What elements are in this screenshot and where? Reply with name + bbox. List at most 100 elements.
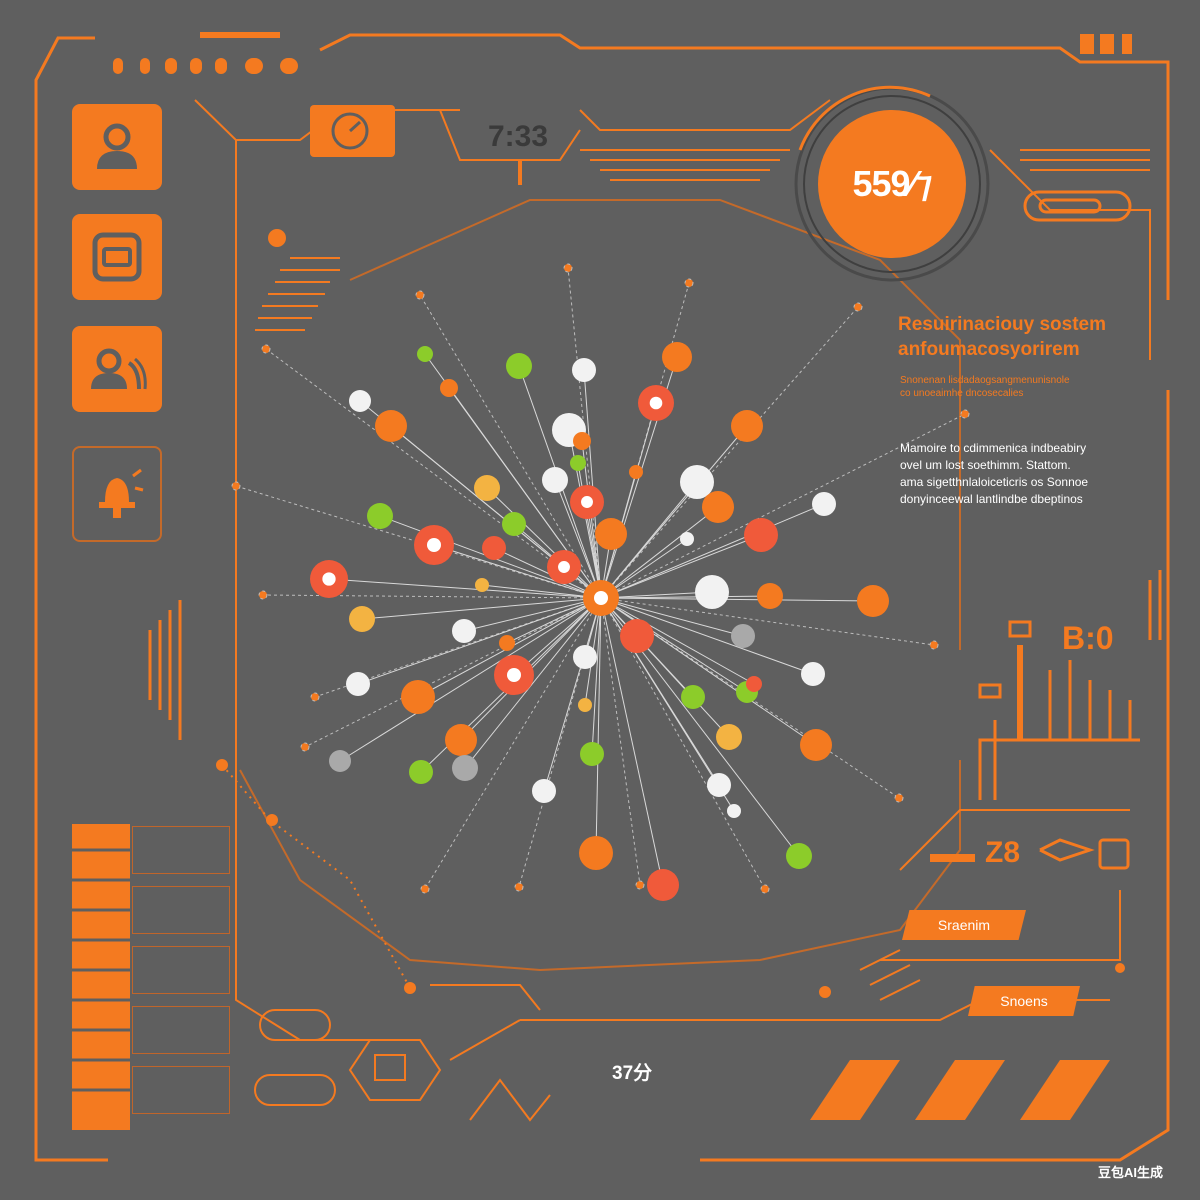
network-node[interactable] [375, 410, 407, 442]
network-node-core [427, 538, 441, 552]
network-link [600, 534, 762, 599]
spoke-end-dot [300, 742, 310, 752]
network-node[interactable] [506, 353, 532, 379]
network-node[interactable] [409, 760, 433, 784]
network-node[interactable] [744, 518, 778, 552]
network-node[interactable] [662, 342, 692, 372]
orange-block [72, 824, 130, 1130]
network-node[interactable] [452, 755, 478, 781]
network-node[interactable] [401, 680, 435, 714]
network-node[interactable] [440, 379, 458, 397]
network-node[interactable] [367, 503, 393, 529]
left-bars [148, 600, 182, 740]
network-node[interactable] [475, 578, 489, 592]
network-link [464, 597, 602, 769]
network-node[interactable] [346, 672, 370, 696]
alert-button[interactable] [72, 446, 162, 542]
network-node[interactable] [445, 724, 477, 756]
network-node[interactable] [572, 358, 596, 382]
network-node[interactable] [857, 585, 889, 617]
network-node[interactable] [681, 685, 705, 709]
network-node[interactable] [746, 676, 762, 692]
network-link [481, 584, 602, 599]
network-link [486, 487, 602, 599]
network-node[interactable] [800, 729, 832, 761]
module-chip[interactable] [132, 1006, 230, 1054]
network-link [595, 597, 602, 854]
module-chip[interactable] [132, 886, 230, 934]
panel-subtext-line: Snonenan lisdadaogsangmenunisnole [900, 375, 1070, 386]
spoke-end-dot [420, 884, 430, 894]
network-node-core [558, 561, 570, 573]
spoke-end-dot [960, 409, 970, 419]
network-link [361, 597, 602, 620]
network-node[interactable] [579, 836, 613, 870]
module-chip[interactable] [132, 826, 230, 874]
spoke-end-dot [310, 692, 320, 702]
network-node[interactable] [680, 465, 714, 499]
network-node[interactable] [573, 432, 591, 450]
network-spoke [600, 597, 641, 886]
network-node[interactable] [532, 779, 556, 803]
module-chip[interactable] [132, 1066, 230, 1114]
user-button[interactable] [72, 104, 162, 190]
network-node[interactable] [349, 606, 375, 632]
network-node[interactable] [707, 773, 731, 797]
spoke-end-dot [563, 263, 573, 273]
network-link [463, 597, 602, 632]
network-hub-core [594, 591, 608, 605]
spoke-end-dot [894, 793, 904, 803]
network-node[interactable] [329, 750, 351, 772]
network-node[interactable] [620, 619, 654, 653]
network-node[interactable] [757, 583, 783, 609]
network-node[interactable] [573, 645, 597, 669]
network-node[interactable] [595, 518, 627, 550]
network-spoke [304, 597, 602, 748]
network-node[interactable] [695, 575, 729, 609]
spoke-end-dot [261, 344, 271, 354]
capsule-widget [1023, 190, 1132, 222]
network-node[interactable] [417, 346, 433, 362]
spoke-end-dot [415, 290, 425, 300]
network-node[interactable] [542, 467, 568, 493]
timer-badge [310, 105, 581, 185]
module-chip[interactable] [132, 946, 230, 994]
window-button[interactable] [72, 214, 162, 300]
network-node[interactable] [349, 390, 371, 412]
status-tag[interactable]: Sraenim [902, 910, 1026, 940]
panel-description: Mamoire to cdimmenica indbeabiry ovel um… [900, 440, 1140, 508]
spoke-end-dot [635, 880, 645, 890]
network-node[interactable] [731, 624, 755, 648]
users-icon [91, 348, 147, 390]
network-node[interactable] [474, 475, 500, 501]
network-node[interactable] [452, 619, 476, 643]
network-node[interactable] [680, 532, 694, 546]
network-node[interactable] [786, 843, 812, 869]
network-node[interactable] [812, 492, 836, 516]
network-node[interactable] [570, 455, 586, 471]
network-node[interactable] [578, 698, 592, 712]
right-side-ticks [1148, 570, 1162, 640]
network-node[interactable] [801, 662, 825, 686]
spoke-end-dot [929, 640, 939, 650]
watermark: 豆包AI生成 [1098, 1165, 1164, 1180]
network-link [581, 440, 602, 599]
network-node[interactable] [629, 465, 643, 479]
network-node[interactable] [731, 410, 763, 442]
network-node[interactable] [499, 635, 515, 651]
network-node[interactable] [580, 742, 604, 766]
network-node[interactable] [502, 512, 526, 536]
user-icon [97, 123, 137, 169]
network-node[interactable] [702, 491, 734, 523]
network-spoke [600, 306, 859, 599]
network-node[interactable] [647, 869, 679, 901]
network-spoke [235, 485, 602, 599]
spoke-end-dot [760, 884, 770, 894]
desc-line: ama sigetthnlaloiceticris os Sonnoe [900, 475, 1089, 489]
status-tag[interactable]: Snoens [968, 986, 1080, 1016]
users-button[interactable] [72, 326, 162, 412]
network-node[interactable] [716, 724, 742, 750]
network-node[interactable] [482, 536, 506, 560]
network-node[interactable] [727, 804, 741, 818]
